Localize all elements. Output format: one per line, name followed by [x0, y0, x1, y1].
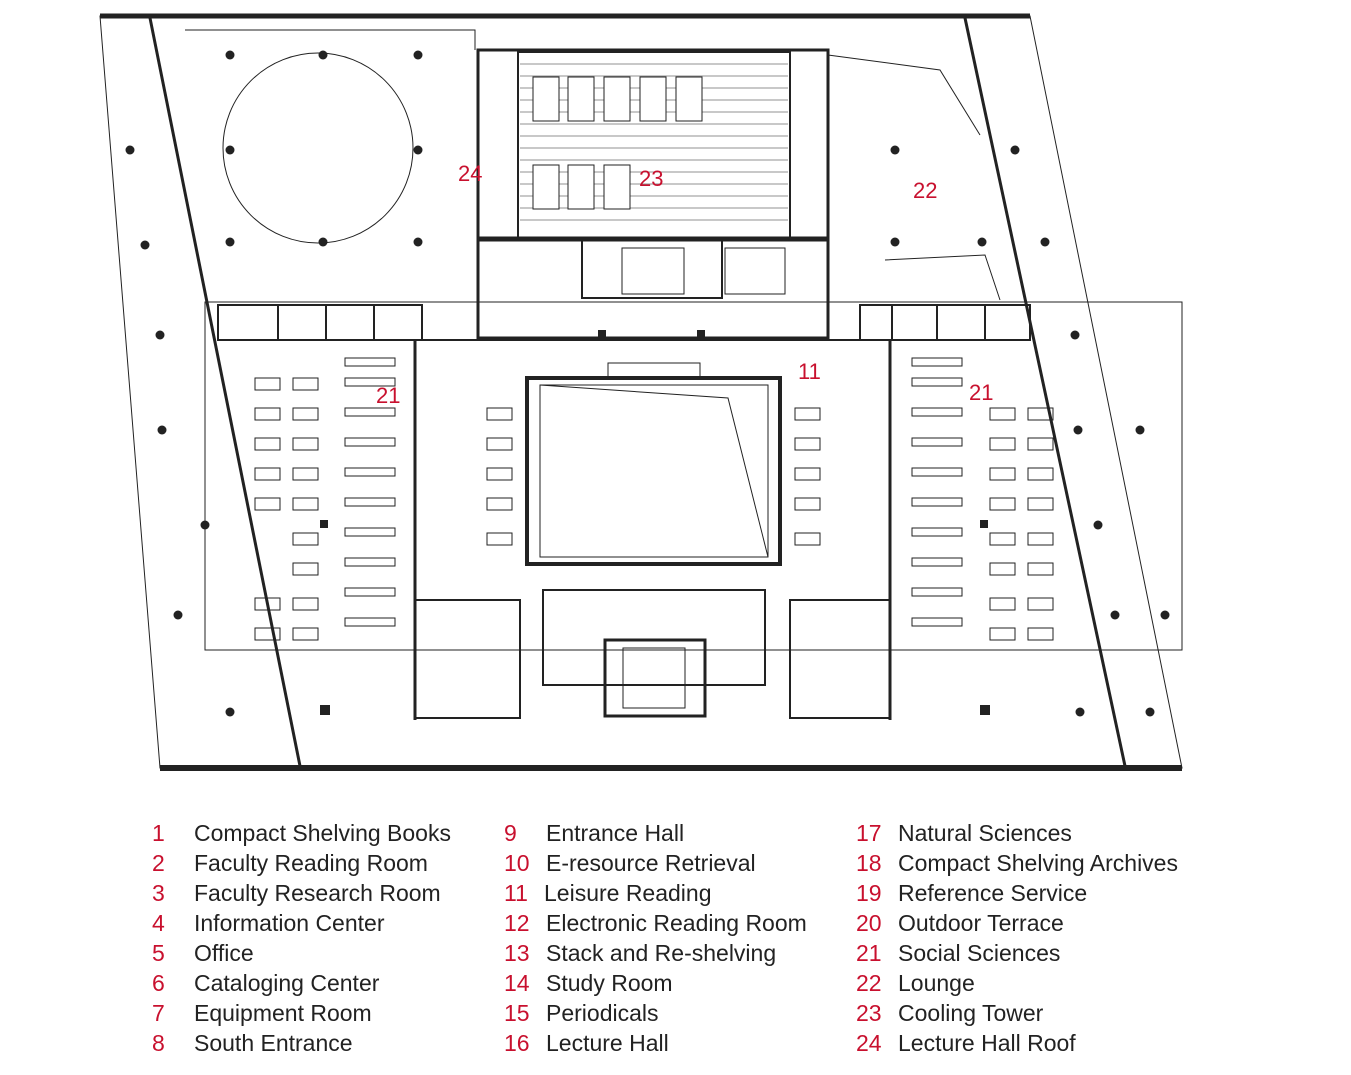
- legend-number: 10: [504, 850, 530, 876]
- legend-label: Periodicals: [546, 1000, 659, 1026]
- legend-label: Faculty Reading Room: [194, 850, 428, 876]
- legend-number: 13: [504, 940, 530, 966]
- legend-label: Natural Sciences: [898, 820, 1072, 846]
- legend-label: Electronic Reading Room: [546, 910, 807, 936]
- legend-item: 4 Information Center: [152, 908, 451, 938]
- legend-label: Stack and Re-shelving: [546, 940, 777, 966]
- legend-label: Faculty Research Room: [194, 880, 441, 906]
- legend-item: 17 Natural Sciences: [856, 818, 1178, 848]
- legend-number: 7: [152, 1000, 165, 1026]
- legend-label: Lounge: [898, 970, 975, 996]
- legend-item: 15 Periodicals: [504, 998, 807, 1028]
- legend-item: 24 Lecture Hall Roof: [856, 1028, 1178, 1058]
- legend-number: 11: [504, 880, 528, 906]
- legend-number: 22: [856, 970, 882, 996]
- legend-item: 9 Entrance Hall: [504, 818, 807, 848]
- structural-columns: [125, 50, 1170, 717]
- legend-label: Social Sciences: [898, 940, 1061, 966]
- legend-number: 4: [152, 910, 165, 936]
- legend-number: 8: [152, 1030, 165, 1056]
- tag-22: 22: [913, 178, 937, 203]
- legend-column-3: 17 Natural Sciences 18 Compact Shelving Ar…: [856, 818, 1178, 1058]
- legend-number: 24: [856, 1030, 882, 1056]
- south-block: [414, 589, 891, 719]
- legend: 1 Compact Shelving Books 2 Faculty Reading…: [0, 818, 1351, 1068]
- cooling-tower-block: [476, 48, 830, 340]
- legend-number: 20: [856, 910, 882, 936]
- legend-item: 13 Stack and Re-shelving: [504, 938, 807, 968]
- legend-item: 18 Compact Shelving Archives: [856, 848, 1178, 878]
- legend-item: 20 Outdoor Terrace: [856, 908, 1178, 938]
- legend-label: Information Center: [194, 910, 385, 936]
- legend-item: 11 Leisure Reading: [504, 878, 807, 908]
- atrium-void: [525, 362, 782, 566]
- legend-number: 5: [152, 940, 165, 966]
- legend-item: 23 Cooling Tower: [856, 998, 1178, 1028]
- legend-label: Lecture Hall Roof: [898, 1030, 1076, 1056]
- floor-plan: 24 23 22 11 21 21: [99, 13, 1183, 771]
- legend-label: Reference Service: [898, 880, 1088, 906]
- legend-number: 2: [152, 850, 165, 876]
- legend-item: 2 Faculty Reading Room: [152, 848, 451, 878]
- legend-item: 10 E-resource Retrieval: [504, 848, 807, 878]
- legend-number: 14: [504, 970, 530, 996]
- legend-item: 1 Compact Shelving Books: [152, 818, 451, 848]
- legend-column-1: 1 Compact Shelving Books 2 Faculty Reading…: [152, 818, 451, 1058]
- legend-number: 23: [856, 1000, 882, 1026]
- legend-label: Leisure Reading: [544, 880, 712, 906]
- legend-number: 19: [856, 880, 882, 906]
- legend-item: 6 Cataloging Center: [152, 968, 451, 998]
- lounge-area: [222, 52, 1001, 301]
- legend-label: Cataloging Center: [194, 970, 380, 996]
- stacks-left: [254, 357, 396, 641]
- tag-11: 11: [798, 359, 821, 384]
- site-outline: [99, 13, 1183, 771]
- legend-item: 12 Electronic Reading Room: [504, 908, 807, 938]
- legend-label: Study Room: [546, 970, 673, 996]
- legend-label: Outdoor Terrace: [898, 910, 1064, 936]
- legend-label: Cooling Tower: [898, 1000, 1044, 1026]
- legend-number: 16: [504, 1030, 530, 1056]
- legend-label: Compact Shelving Archives: [898, 850, 1178, 876]
- legend-number: 1: [152, 820, 165, 846]
- legend-label: Office: [194, 940, 254, 966]
- tag-23: 23: [639, 166, 663, 191]
- tag-24: 24: [458, 161, 482, 186]
- legend-label: Compact Shelving Books: [194, 820, 451, 846]
- legend-item: 14 Study Room: [504, 968, 807, 998]
- legend-item: 16 Lecture Hall: [504, 1028, 807, 1058]
- atrium-tables: [486, 407, 821, 546]
- room-tags: 24 23 22 11 21 21: [376, 161, 993, 408]
- legend-number: 18: [856, 850, 882, 876]
- tag-21-right: 21: [969, 380, 993, 405]
- legend-number: 21: [856, 940, 882, 966]
- legend-item: 5 Office: [152, 938, 451, 968]
- legend-label: South Entrance: [194, 1030, 353, 1056]
- legend-column-2: 9 Entrance Hall 10 E-resource Retrieval 11…: [504, 818, 807, 1058]
- legend-item: 8 South Entrance: [152, 1028, 451, 1058]
- legend-number: 9: [504, 820, 517, 846]
- legend-number: 6: [152, 970, 165, 996]
- legend-label: Lecture Hall: [546, 1030, 669, 1056]
- legend-number: 12: [504, 910, 530, 936]
- legend-label: E-resource Retrieval: [546, 850, 756, 876]
- legend-item: 19 Reference Service: [856, 878, 1178, 908]
- legend-number: 15: [504, 1000, 530, 1026]
- rooms-row: [217, 304, 1031, 341]
- legend-item: 7 Equipment Room: [152, 998, 451, 1028]
- legend-item: 22 Lounge: [856, 968, 1178, 998]
- legend-number: 17: [856, 820, 882, 846]
- legend-item: 21 Social Sciences: [856, 938, 1178, 968]
- legend-label: Equipment Room: [194, 1000, 372, 1026]
- legend-number: 3: [152, 880, 165, 906]
- legend-label: Entrance Hall: [546, 820, 685, 846]
- stacks-right: [911, 357, 1054, 641]
- tag-21-left: 21: [376, 383, 400, 408]
- legend-item: 3 Faculty Research Room: [152, 878, 451, 908]
